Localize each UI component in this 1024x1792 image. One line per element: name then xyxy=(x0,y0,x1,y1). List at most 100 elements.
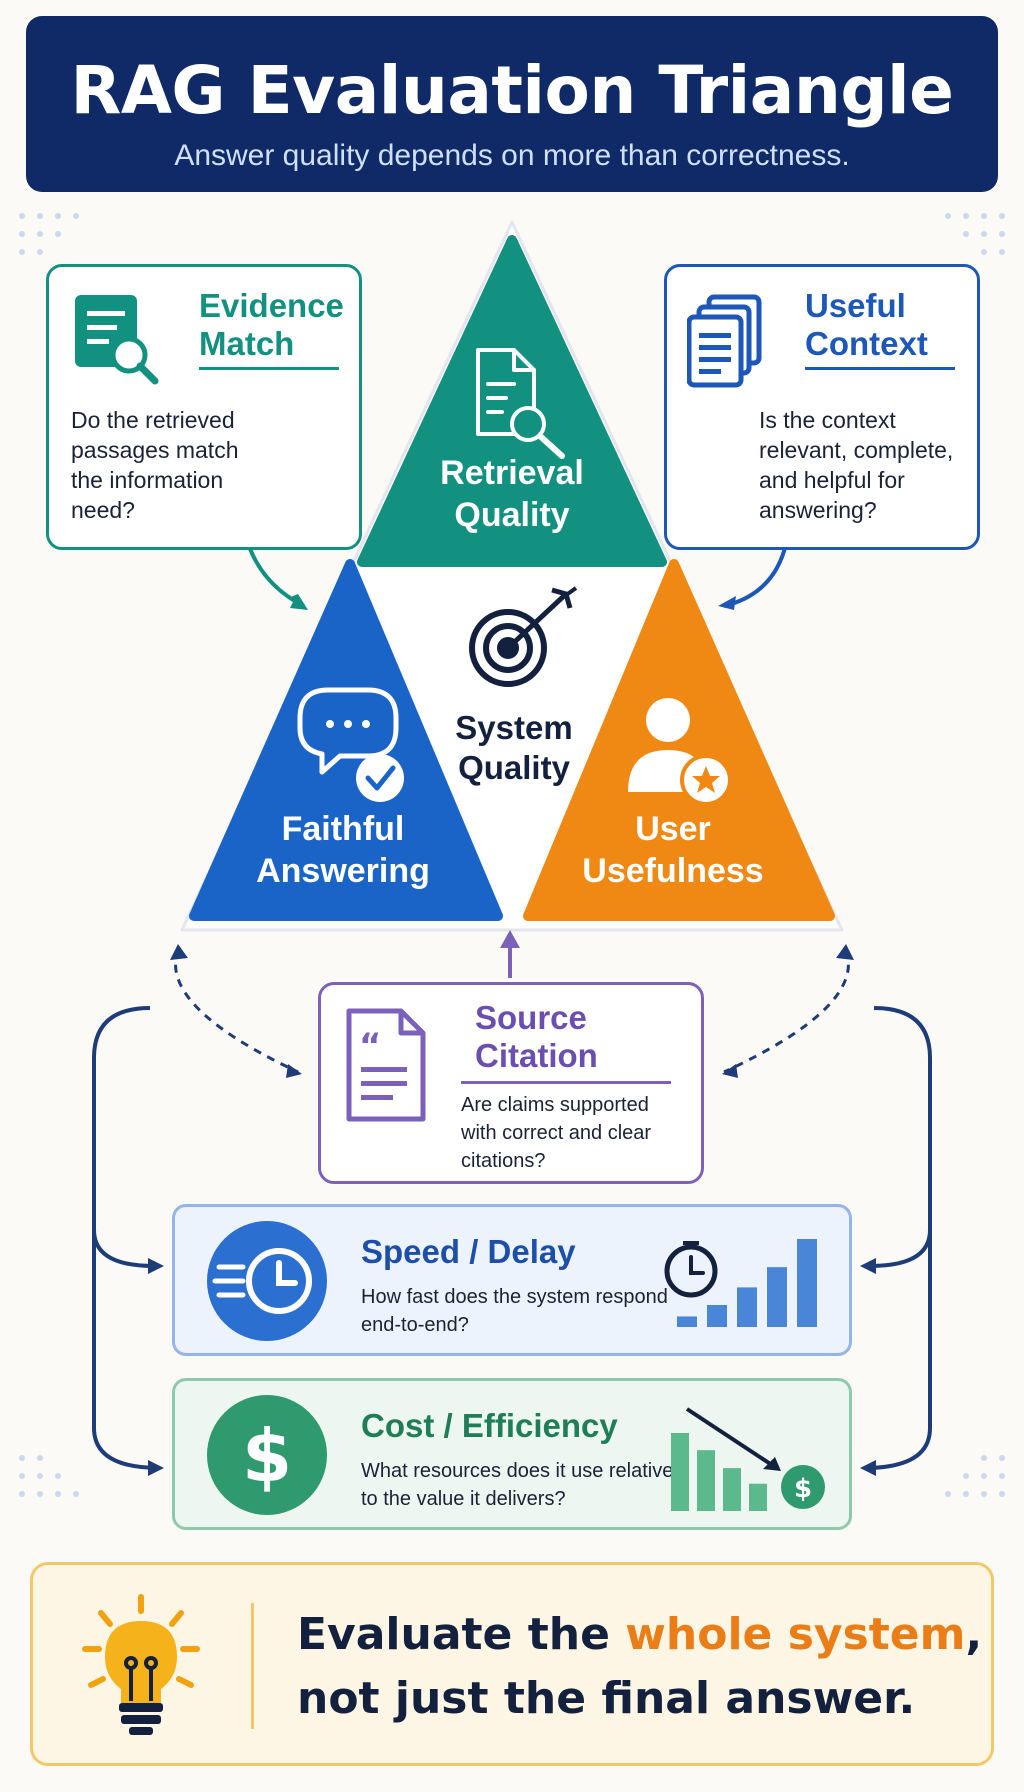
lightbulb-icon xyxy=(82,1594,200,1735)
user-star-icon xyxy=(628,698,732,806)
footer-divider xyxy=(251,1603,254,1729)
triangle-retrieval-quality xyxy=(357,235,667,567)
coin-icon xyxy=(781,1465,825,1509)
cost-bars-graphic: $ xyxy=(671,1407,825,1511)
label-retrieval-quality: Retrieval Quality xyxy=(362,452,662,536)
footer-line2: not just the final answer. xyxy=(297,1673,916,1724)
triangle-user-usefulness xyxy=(523,559,835,921)
target-icon xyxy=(469,586,578,687)
dollar-icon: $ xyxy=(207,1395,327,1515)
speed-desc-line2: end-to-end? xyxy=(361,1314,469,1336)
svg-text:$: $ xyxy=(794,1474,812,1504)
svg-text:$: $ xyxy=(242,1414,292,1498)
label-user-usefulness: User Usefulness xyxy=(523,808,823,892)
useful-divider xyxy=(805,367,955,370)
trend-down-arrow xyxy=(685,1407,777,1469)
footer-line1: Evaluate the whole system, xyxy=(297,1603,982,1667)
evidence-divider xyxy=(199,367,339,370)
bar xyxy=(697,1450,715,1511)
useful-title-line1: Useful xyxy=(805,287,906,324)
label-user-line1: User xyxy=(635,810,711,848)
bar xyxy=(723,1468,741,1511)
triangle-faithful-answering xyxy=(189,559,503,921)
arrow-useful-to-triangle xyxy=(723,543,788,608)
card-useful-context: Useful Context Is the context relevant, … xyxy=(664,264,980,550)
footer-line1-text: Evaluate the xyxy=(297,1609,626,1660)
bar xyxy=(677,1316,697,1327)
header-banner: RAG Evaluation Triangle Answer quality d… xyxy=(26,16,998,192)
footer-line1-punct: , xyxy=(965,1609,983,1660)
source-divider xyxy=(461,1081,671,1084)
bar xyxy=(671,1433,689,1511)
useful-desc-line4: answering? xyxy=(759,497,877,523)
label-retrieval-line2: Quality xyxy=(454,496,570,534)
useful-desc-line3: and helpful for xyxy=(759,467,905,493)
footer-callout: Evaluate the whole system, not just the … xyxy=(30,1562,994,1766)
footer-message: Evaluate the whole system, not just the … xyxy=(297,1603,982,1731)
label-user-line2: Usefulness xyxy=(582,852,764,890)
label-faithful-line1: Faithful xyxy=(281,810,405,848)
label-faithful-answering: Faithful Answering xyxy=(193,808,493,892)
source-title-line1: Source xyxy=(475,999,587,1036)
cost-description: What resources does it use relative to t… xyxy=(361,1457,673,1513)
speed-desc-line1: How fast does the system respond xyxy=(361,1286,668,1308)
bar xyxy=(797,1239,817,1327)
dot-grid-bottom-left xyxy=(19,1455,79,1497)
source-desc-line2: with correct and clear xyxy=(461,1122,652,1144)
evidence-title: Evidence Match xyxy=(199,287,344,363)
label-retrieval-line1: Retrieval xyxy=(440,454,584,492)
bar xyxy=(749,1483,767,1511)
quote-document-icon: “ xyxy=(346,1008,426,1122)
page-subtitle: Answer quality depends on more than corr… xyxy=(174,139,850,172)
dot-grid-top-left xyxy=(19,213,79,255)
cost-bars xyxy=(671,1433,767,1511)
page-title: RAG Evaluation Triangle xyxy=(70,52,954,129)
card-evidence-match: Evidence Match Do the retrieved passages… xyxy=(46,264,362,550)
bar xyxy=(767,1267,787,1327)
cost-title: Cost / Efficiency xyxy=(361,1407,618,1444)
source-desc-line1: Are claims supported xyxy=(461,1094,649,1116)
useful-title-line2: Context xyxy=(805,325,928,362)
bracket-left xyxy=(92,1006,161,1470)
fast-clock-icon xyxy=(207,1221,327,1341)
bracket-right xyxy=(863,1006,932,1470)
evidence-desc-line2: passages match xyxy=(71,437,239,463)
dot-grid-top-right xyxy=(945,213,1005,255)
evidence-title-line1: Evidence xyxy=(199,287,344,324)
bar xyxy=(737,1287,757,1327)
speed-description: How fast does the system respond end-to-… xyxy=(361,1283,668,1339)
card-source-citation: “ Source Citation Are claims supported w… xyxy=(318,982,704,1184)
speed-title: Speed / Delay xyxy=(361,1233,576,1270)
chat-check-icon xyxy=(297,687,404,802)
useful-description: Is the context relevant, complete, and h… xyxy=(759,405,953,525)
evidence-title-line2: Match xyxy=(199,325,295,362)
source-description: Are claims supported with correct and cl… xyxy=(461,1091,651,1175)
svg-text:“: “ xyxy=(359,1026,381,1066)
small-clock-icon xyxy=(664,1241,718,1298)
document-search-icon xyxy=(476,348,565,459)
evidence-desc-line4: need? xyxy=(71,497,135,523)
footer-accent-text: whole system xyxy=(625,1609,966,1660)
stacked-documents-icon xyxy=(687,294,762,388)
speed-bars-graphic xyxy=(664,1239,817,1327)
dashed-loop-left xyxy=(174,949,299,1074)
useful-title: Useful Context xyxy=(805,287,928,363)
speed-bars xyxy=(677,1239,817,1327)
dot-grid-bottom-right xyxy=(945,1455,1005,1497)
evidence-desc-line1: Do the retrieved xyxy=(71,407,235,433)
document-search-icon xyxy=(75,295,159,385)
panel-cost-efficiency: $ Cost / Efficiency What resources does … xyxy=(172,1378,852,1530)
evidence-desc-line3: the information xyxy=(71,467,224,493)
source-desc-line3: citations? xyxy=(461,1150,546,1172)
panel-speed-delay: Speed / Delay How fast does the system r… xyxy=(172,1204,852,1356)
label-system-line2: Quality xyxy=(458,749,570,786)
bar xyxy=(707,1305,727,1327)
useful-desc-line2: relevant, complete, xyxy=(759,437,954,463)
label-system-quality: System Quality xyxy=(414,708,614,788)
cost-desc-line2: to the value it delivers? xyxy=(361,1488,566,1510)
dashed-loop-right xyxy=(723,949,850,1074)
label-faithful-line2: Answering xyxy=(256,852,430,890)
label-system-line1: System xyxy=(455,709,573,746)
cost-desc-line1: What resources does it use relative xyxy=(361,1460,674,1482)
evidence-description: Do the retrieved passages match the info… xyxy=(71,405,238,525)
